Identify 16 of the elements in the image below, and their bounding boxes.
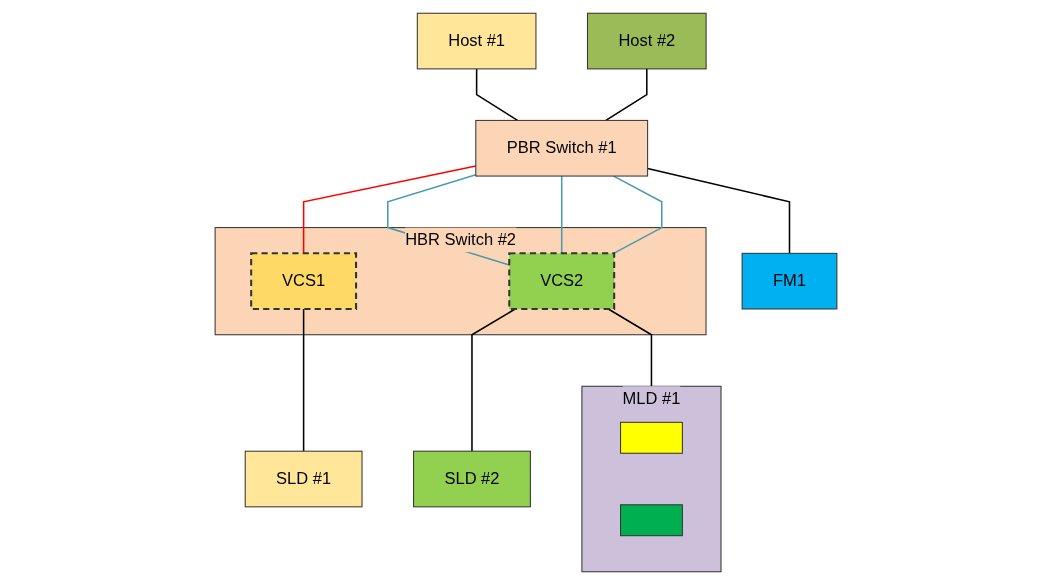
connector: [607, 308, 653, 388]
node-box: VCS1: [250, 252, 358, 310]
connector: [612, 175, 663, 255]
node-box: Host #2: [586, 12, 707, 70]
connector: [302, 308, 305, 452]
node-box: [620, 504, 683, 537]
node-box: [620, 421, 683, 454]
node-box: VCS2: [508, 252, 616, 310]
node-box: SLD #2: [413, 450, 531, 508]
node-box: FM1: [741, 252, 838, 310]
connector: [605, 68, 648, 122]
node-box: SLD #1: [244, 450, 363, 508]
node-box: Host #1: [416, 12, 537, 70]
connector: [475, 68, 519, 122]
connector: [471, 308, 516, 452]
node-box: PBR Switch #1: [475, 119, 649, 177]
